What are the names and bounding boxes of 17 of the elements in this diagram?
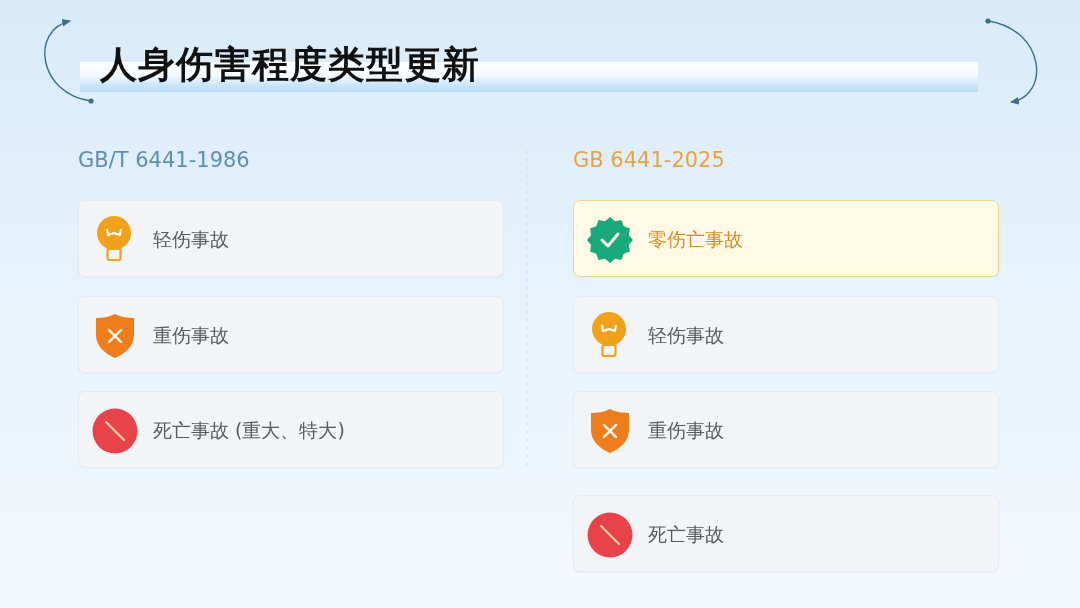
card-label: 重伤事故 [648, 418, 724, 441]
card [573, 296, 999, 373]
card [573, 391, 999, 468]
card-label: 重伤事故 [153, 323, 229, 346]
card [573, 495, 999, 572]
title-banner: 人身伤害程度类型更新 [80, 42, 978, 92]
highlighted-card [573, 200, 999, 277]
card-label: 轻伤事故 [648, 323, 724, 346]
column-heading: GB/T 6441-1986 [78, 148, 250, 174]
card [78, 391, 504, 468]
card-label: 轻伤事故 [153, 227, 229, 250]
card [78, 200, 504, 277]
card [78, 296, 504, 373]
card-label: 死亡事故 (重大、特大) [153, 418, 345, 441]
card-label: 零伤亡事故 [648, 227, 743, 250]
column-heading: GB 6441-2025 [573, 148, 725, 174]
card-label: 死亡事故 [648, 522, 724, 545]
